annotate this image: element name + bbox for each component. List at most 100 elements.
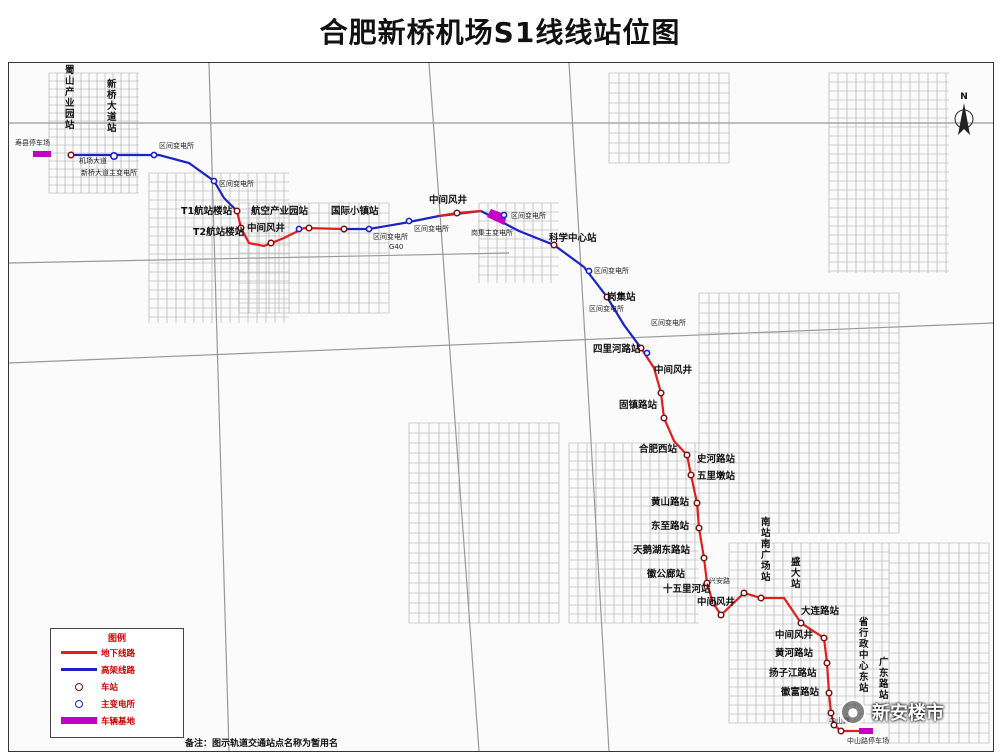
station-marker — [237, 224, 245, 232]
station-marker — [700, 554, 708, 562]
station-marker — [67, 151, 75, 159]
substation-label: 新桥大道主变电所 — [81, 168, 137, 177]
station-marker — [683, 451, 691, 459]
substation-label: 区间变电所 — [219, 179, 254, 188]
map-note: 备注：图示轨道交通站点名称为暂用名 — [185, 739, 339, 749]
station-label: 中间风井 — [247, 222, 286, 234]
legend-label: 主变电所 — [101, 699, 136, 710]
substation-label: 区间变电所 — [373, 232, 408, 241]
substation-marker-icon — [75, 699, 83, 708]
station-marker — [657, 389, 665, 397]
substations-layer — [110, 151, 651, 357]
station-label: 国际小镇站 — [331, 205, 379, 217]
station-label: 大连路站 — [801, 605, 840, 617]
station-marker — [637, 344, 645, 352]
substation-marker — [210, 177, 218, 185]
station-marker — [830, 721, 838, 729]
depot-gangji-area — [487, 209, 507, 225]
depot-swatch — [61, 717, 97, 724]
substation-label: 区间变电所 — [594, 266, 629, 275]
watermark: ● 新安楼市 — [840, 696, 970, 728]
station-label: 黄山路站 — [651, 496, 690, 508]
svg-text:N: N — [960, 92, 968, 102]
station-label: 岗集站 — [607, 291, 636, 303]
station-label-vertical: 盛大站 — [791, 556, 801, 590]
wechat-icon: ● — [840, 699, 866, 725]
station-marker — [687, 471, 695, 479]
station-label: 四里河路站 — [593, 343, 641, 355]
station-marker — [820, 634, 828, 642]
station-label: 史河路站 — [697, 453, 736, 465]
substation-label: 区间变电所 — [159, 141, 194, 150]
legend-label: 车站 — [101, 682, 119, 693]
map-legend: 图例 地下线路 高架线路 车站 主变电所 车辆基地 — [50, 628, 184, 738]
station-marker — [823, 659, 831, 667]
depot-zhongshan — [859, 728, 873, 734]
station-label: 扬子江路站 — [769, 667, 817, 679]
station-label: 徽公廊站 — [646, 568, 686, 580]
watermark-text: 新安楼市 — [872, 703, 944, 724]
legend-label: 高架线路 — [101, 665, 136, 676]
station-label-vertical: 蜀山产业园站 — [65, 65, 75, 131]
legend-label: 地下线路 — [101, 648, 136, 659]
station-marker — [340, 225, 348, 233]
substation-marker — [500, 211, 508, 219]
legend-label: 车辆基地 — [101, 716, 136, 727]
road-label: 中山路 — [829, 716, 850, 725]
substation-label: 区间变电所 — [414, 224, 449, 233]
station-label: 徽富路站 — [780, 686, 820, 698]
legend-item-station: 车站 — [51, 678, 183, 695]
station-label: 五里墩站 — [697, 470, 736, 482]
station-marker — [660, 414, 668, 422]
substation-label: 区间变电所 — [511, 211, 546, 220]
station-marker — [717, 611, 725, 619]
substation-marker — [585, 267, 593, 275]
substation-marker — [295, 225, 303, 233]
underground-line-east — [640, 347, 867, 733]
station-label: 航空产业园站 — [251, 205, 309, 217]
substation-label: 岗集主变电所 — [471, 228, 513, 237]
road-label: G40 — [389, 243, 403, 251]
north-arrow-icon: N — [954, 92, 974, 135]
elevated-line-swatch — [61, 668, 97, 671]
station-marker — [603, 293, 611, 301]
legend-item-substation: 主变电所 — [51, 695, 183, 712]
substation-marker — [365, 225, 373, 233]
legend-item-depot: 车辆基地 — [51, 712, 183, 729]
depot-shouxian — [33, 151, 51, 157]
station-marker — [703, 579, 711, 587]
station-marker — [695, 524, 703, 532]
substation-labels: 新桥大道主变电所 岗集主变电所 区间变电所 区间变电所 区间变电所 区间变电所 … — [81, 141, 686, 327]
substation-marker — [643, 349, 651, 357]
station-marker — [550, 241, 558, 249]
station-marker — [709, 599, 717, 607]
elevated-line-east — [480, 210, 642, 349]
station-label-vertical: 广东路站 — [879, 656, 889, 701]
road-network — [9, 63, 993, 751]
station-label: 中间风井 — [429, 194, 468, 206]
station-label: 固镇路站 — [619, 399, 658, 411]
station-label: 合肥西站 — [639, 443, 678, 455]
station-labels: 蜀山产业园站 新桥大道站 T1航站楼站 T2航站楼站 中间风井 航空产业园站 国… — [65, 65, 889, 701]
station-label: 东至路站 — [651, 520, 690, 532]
station-marker — [453, 209, 461, 217]
station-label: 中间风井 — [775, 629, 814, 641]
station-label: T2航站楼站 — [193, 226, 245, 238]
substation-marker — [150, 151, 158, 159]
legend-item-elevated: 高架线路 — [51, 661, 183, 678]
road-label: 兴安路 — [709, 576, 730, 585]
station-label-vertical: 新桥大道站 — [107, 78, 117, 134]
station-label: 十五里河站 — [663, 583, 711, 595]
station-label-vertical: 南站南广场站 — [761, 516, 771, 583]
station-marker — [827, 709, 835, 717]
station-label: 天鹅湖东路站 — [633, 544, 691, 556]
map-title: 合肥新桥机场S1线线站位图 — [319, 16, 681, 49]
station-label: 黄河路站 — [775, 647, 814, 659]
station-label: T1航站楼站 — [181, 205, 233, 217]
station-marker — [267, 239, 275, 247]
station-label: 科学中心站 — [549, 232, 597, 244]
station-marker — [233, 207, 241, 215]
underground-line-swatch — [61, 651, 97, 654]
legend-item-underground: 地下线路 — [51, 644, 183, 661]
station-marker — [693, 499, 701, 507]
